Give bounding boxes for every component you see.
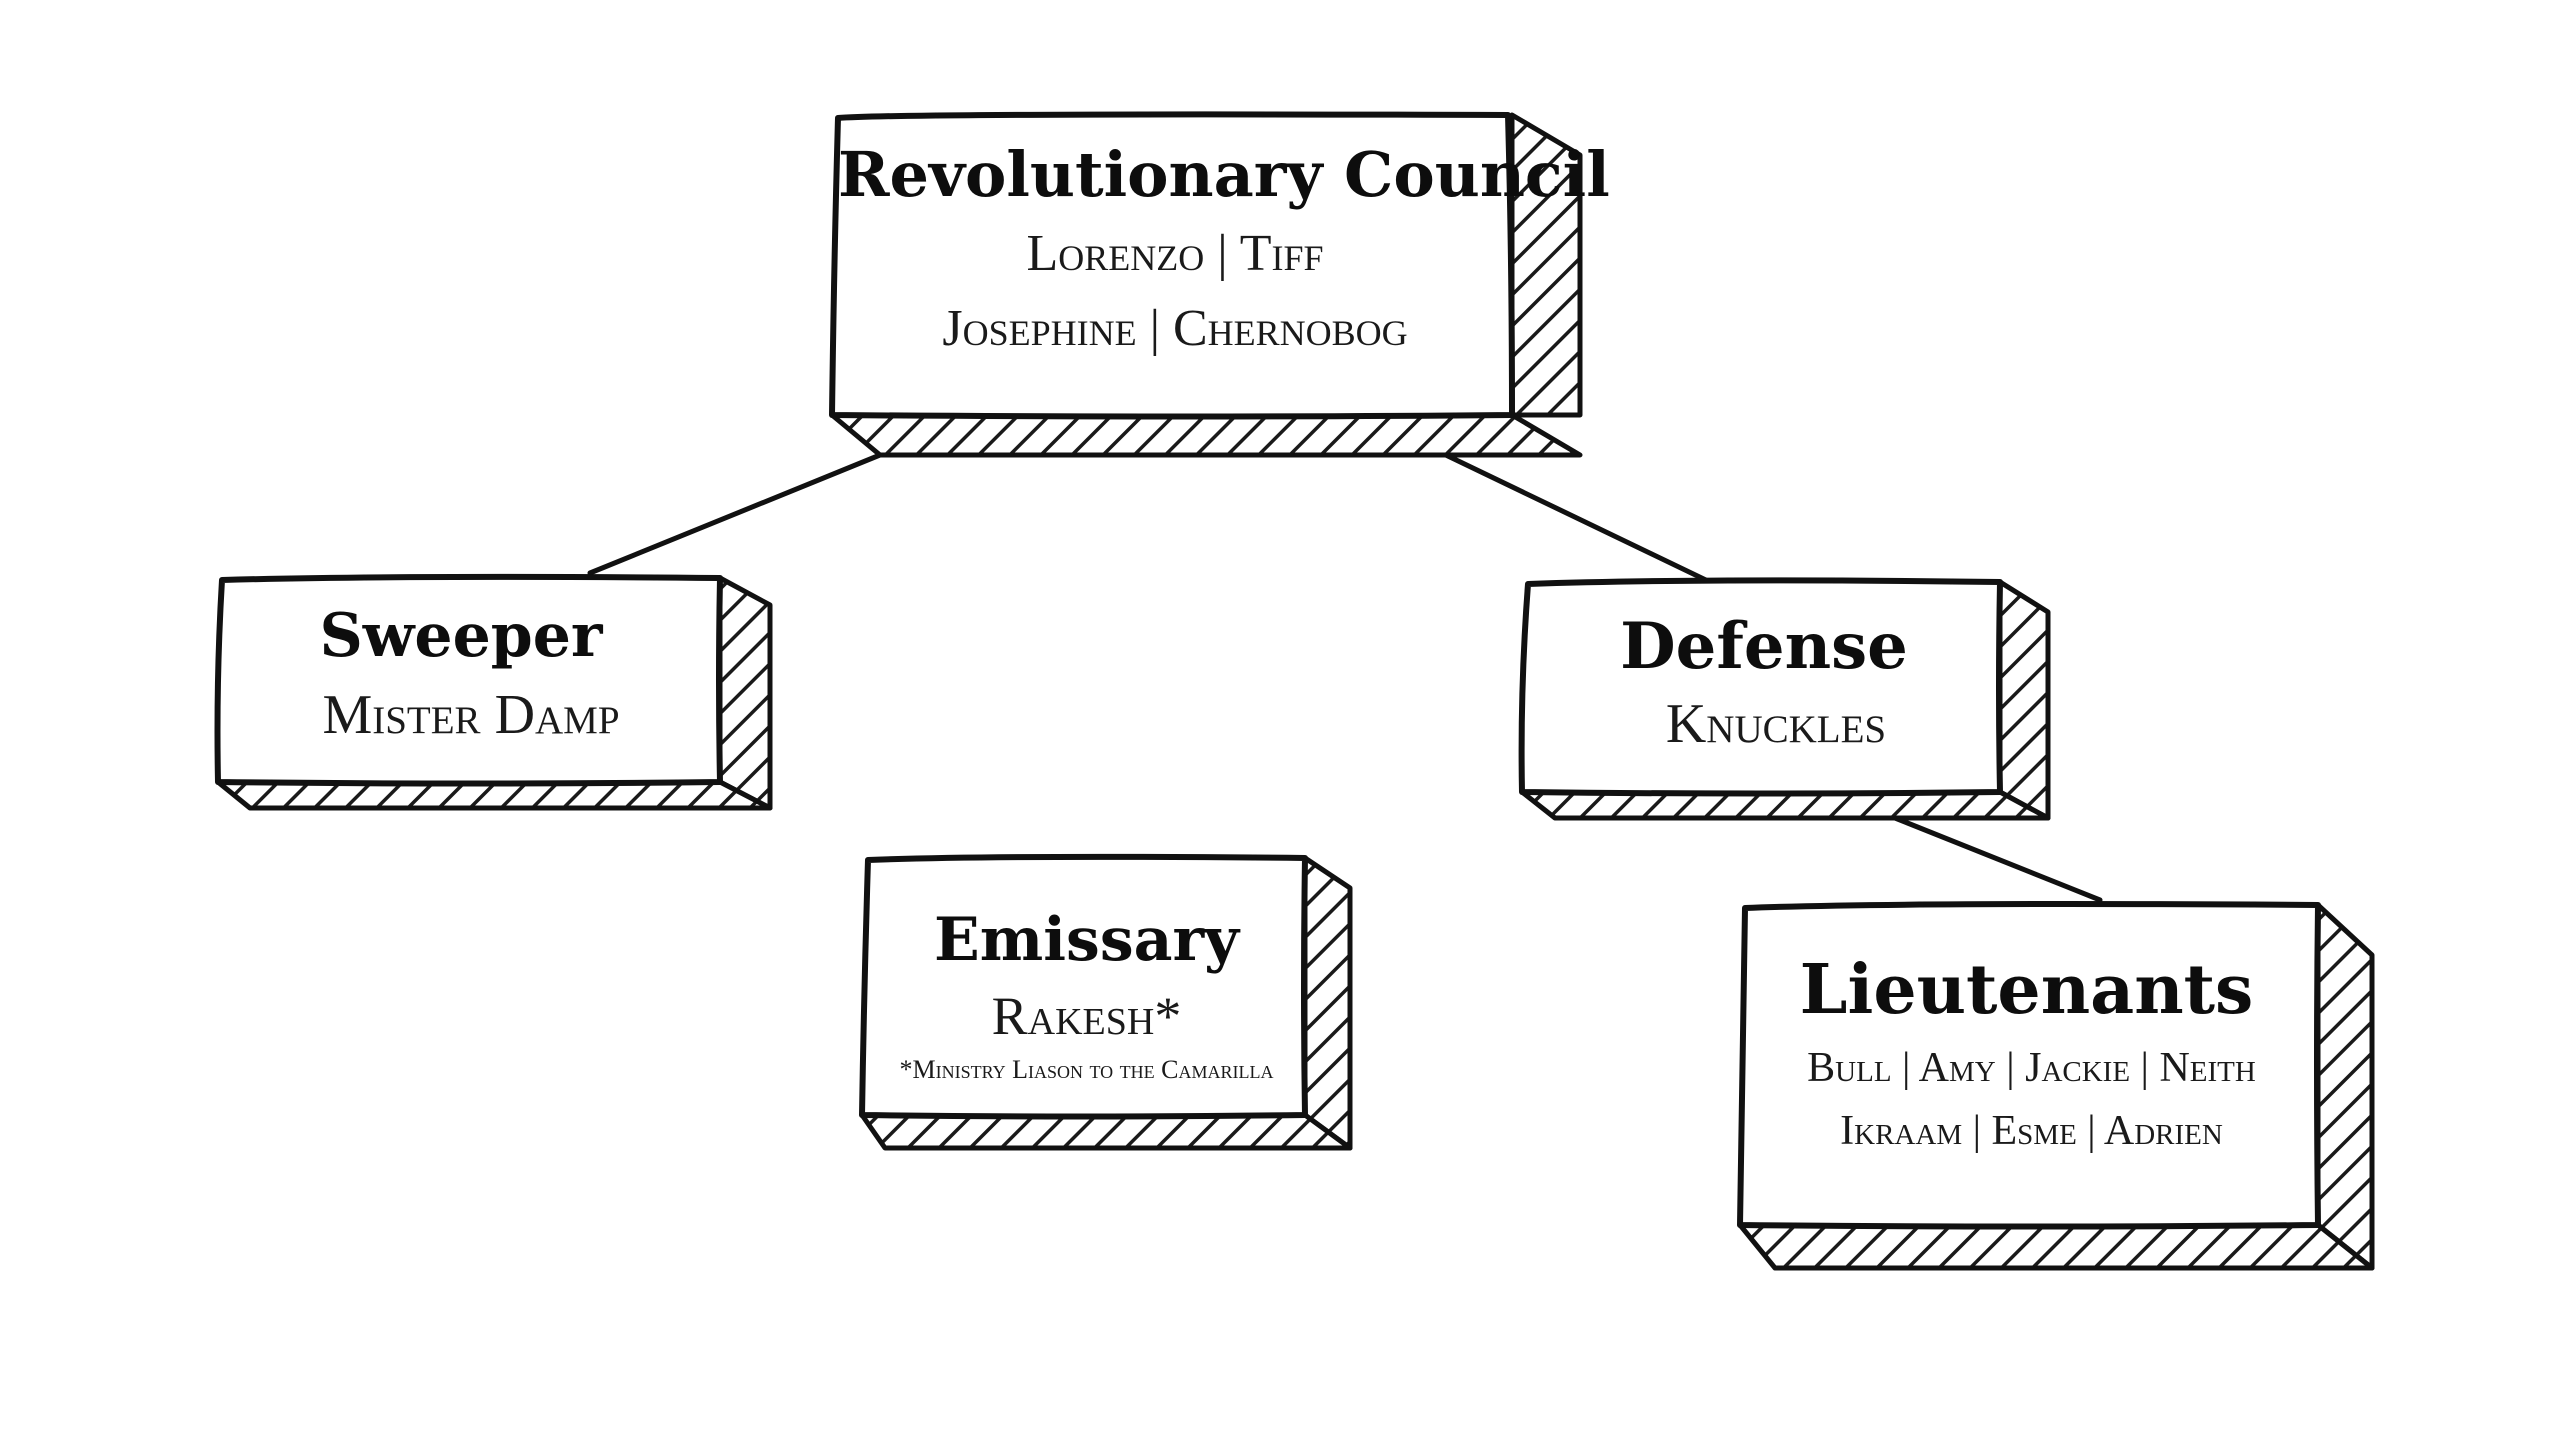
council-members-line-2: Josephine | Chernobog [942,300,1408,357]
council-title: Revolutionary Council [838,138,1610,211]
emissary-box [859,853,1353,1151]
sweeper-box [214,573,773,811]
sweeper-text: Sweeper Mister Damp [222,595,720,753]
lieutenants-members-line-1: Bull | Amy | Jackie | Neith [1807,1045,2256,1091]
sweeper-box-front [214,573,723,787]
defense-title: Defense [1620,609,1908,684]
lieutenants-title: Lieutenants [1799,950,2254,1030]
council-box-bottom [829,412,1583,458]
edge-defense-lieutenants [1892,815,2103,903]
emissary-member: Rakesh* [991,986,1182,1046]
emissary-note: *Ministry Liason to the Camarilla [899,1055,1274,1084]
sweeper-box-side [717,575,773,811]
defense-box-side [1997,579,2051,821]
defense-box [1518,577,2051,821]
defense-box-front [1518,577,2003,797]
lieutenants-box [1737,901,2375,1271]
defense-member: Knuckles [1665,693,1887,755]
lieutenants-box-bottom [1737,1222,2375,1271]
lieutenants-box-front [1737,901,2321,1230]
council-box [829,111,1583,458]
emissary-text: Emissary Rakesh* *Ministry Liason to the… [868,898,1305,1090]
council-box-front [829,111,1515,420]
defense-text: Defense Knuckles [1528,605,2000,759]
emissary-box-side [1302,855,1353,1151]
sweeper-member: Mister Damp [322,684,620,746]
edge-council-sweeper [587,452,883,576]
emissary-box-bottom [859,1112,1353,1151]
lieutenants-members-line-2: Ikraam | Esme | Adrien [1840,1108,2223,1154]
council-text: Revolutionary Council Lorenzo | Tiff Jos… [838,135,1610,365]
emissary-box-front [859,853,1308,1120]
connectors [587,442,2103,903]
council-members-line-1: Lorenzo | Tiff [1026,225,1324,282]
edge-council-defense [1422,442,1713,585]
lieutenants-text: Lieutenants Bull | Amy | Jackie | Neith … [1745,945,2318,1161]
emissary-title: Emissary [934,905,1239,975]
sweeper-title: Sweeper [319,601,603,671]
lieutenants-box-side [2315,902,2375,1271]
